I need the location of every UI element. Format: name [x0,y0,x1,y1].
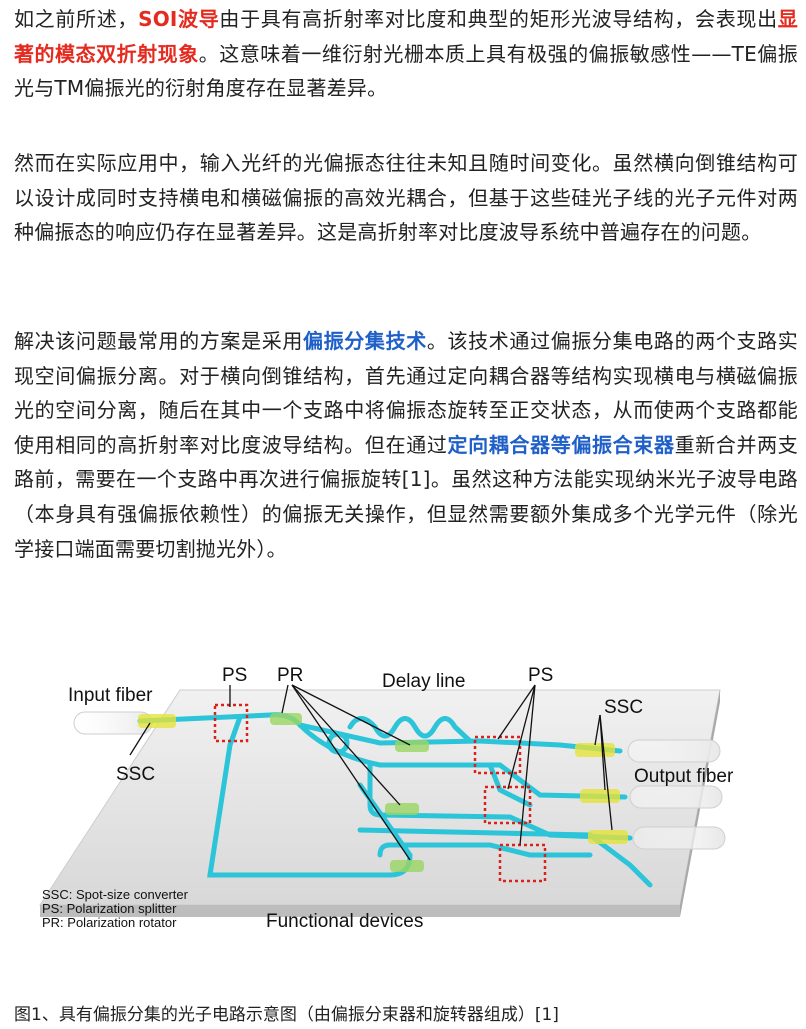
p3-highlight-combiner: 定向耦合器等偏振合束器 [447,432,675,457]
label-pr: PR [277,665,303,686]
output-fiber-2 [629,785,723,809]
figure-caption: 图1、具有偏振分集的光子电路示意图（由偏振分束器和旋转器组成）[1] [14,1005,559,1025]
ssc-output-2 [580,789,620,803]
label-delay-line: Delay line [382,671,465,692]
label-ssc-left: SSC [116,764,155,785]
pr-element-2 [395,740,429,752]
legend-ssc: SSC: Spot-size converter [42,887,189,902]
ssc-input [138,714,176,728]
p3-highlight-diversity: 偏振分集技术 [303,329,427,353]
label-ps-right: PS [528,665,553,686]
legend-ps: PS: Polarization splitter [42,901,177,916]
waveguide-network [137,712,653,888]
p2-text-1: 然而在实际应用中，输入光纤的光偏振态往往未知且随时间变化。虽然横向倒锥结构可以设… [14,151,798,245]
p3-text-2: 。该技术通过偏振分集电路的两个支路实现空间偏振分离。对于横向倒锥结构，首先通过定… [14,329,798,457]
legend-pr: PR: Polarization rotator [42,915,177,930]
circuit-diagram: Input fiber PS PR Delay line PS SSC SSC … [39,665,734,932]
ps-box-left [213,703,249,743]
p1-text-1: 如之前所述， [14,7,139,31]
photonic-circuit-figure: Input fiber PS PR Delay line PS SSC SSC … [30,655,750,955]
pr-element-4 [390,860,424,872]
label-input-fiber: Input fiber [68,685,153,706]
p3-text-3: 重新合并两支路前，需要在一个支路中再次进行偏振旋转[1]。虽然这种方法能实现纳米… [14,432,799,561]
ssc-output-1 [575,743,615,757]
ssc-tapers [138,713,628,872]
ps-box-2 [483,785,532,825]
ps-markers [213,703,547,883]
paragraph-2: 然而在实际应用中，输入光纤的光偏振态往往未知且随时间变化。虽然横向倒锥结构可以设… [14,146,798,250]
label-output-fiber: Output fiber [634,766,734,787]
p1-text-2: 由于具有高折射率对比度和典型的矩形光波导结构，会表现出 [219,7,778,31]
output-fiber-3 [632,826,726,850]
label-ps-left: PS [222,665,247,686]
pr-element-3 [385,803,419,815]
label-ssc-right: SSC [604,697,643,718]
p1-highlight-soi: SOI波导 [138,7,220,31]
annotation-lines [129,684,613,861]
p1-highlight-birefringence: 显著的模态双折射现象 [14,7,798,66]
chip-front-edge [40,905,680,917]
p3-text-1: 解决该问题最常用的方案是采用 [14,329,303,353]
label-functional-devices: Functional devices [266,911,423,932]
ps-box-1 [473,735,522,775]
ssc-output-3 [588,830,628,844]
p1-text-3: 。这意味着一维衍射光栅本质上具有极强的偏振敏感性——TE偏振光与TM偏振光的衍射… [14,41,798,101]
output-fiber-1 [627,739,721,763]
pr-element-1 [270,713,302,725]
paragraph-3: 解决该问题最常用的方案是采用偏振分集技术。该技术通过偏振分集电路的两个支路实现空… [14,324,798,566]
paragraph-1: 如之前所述，SOI波导由于具有高折射率对比度和典型的矩形光波导结构，会表现出显著… [14,2,798,106]
ps-box-3 [498,843,547,883]
